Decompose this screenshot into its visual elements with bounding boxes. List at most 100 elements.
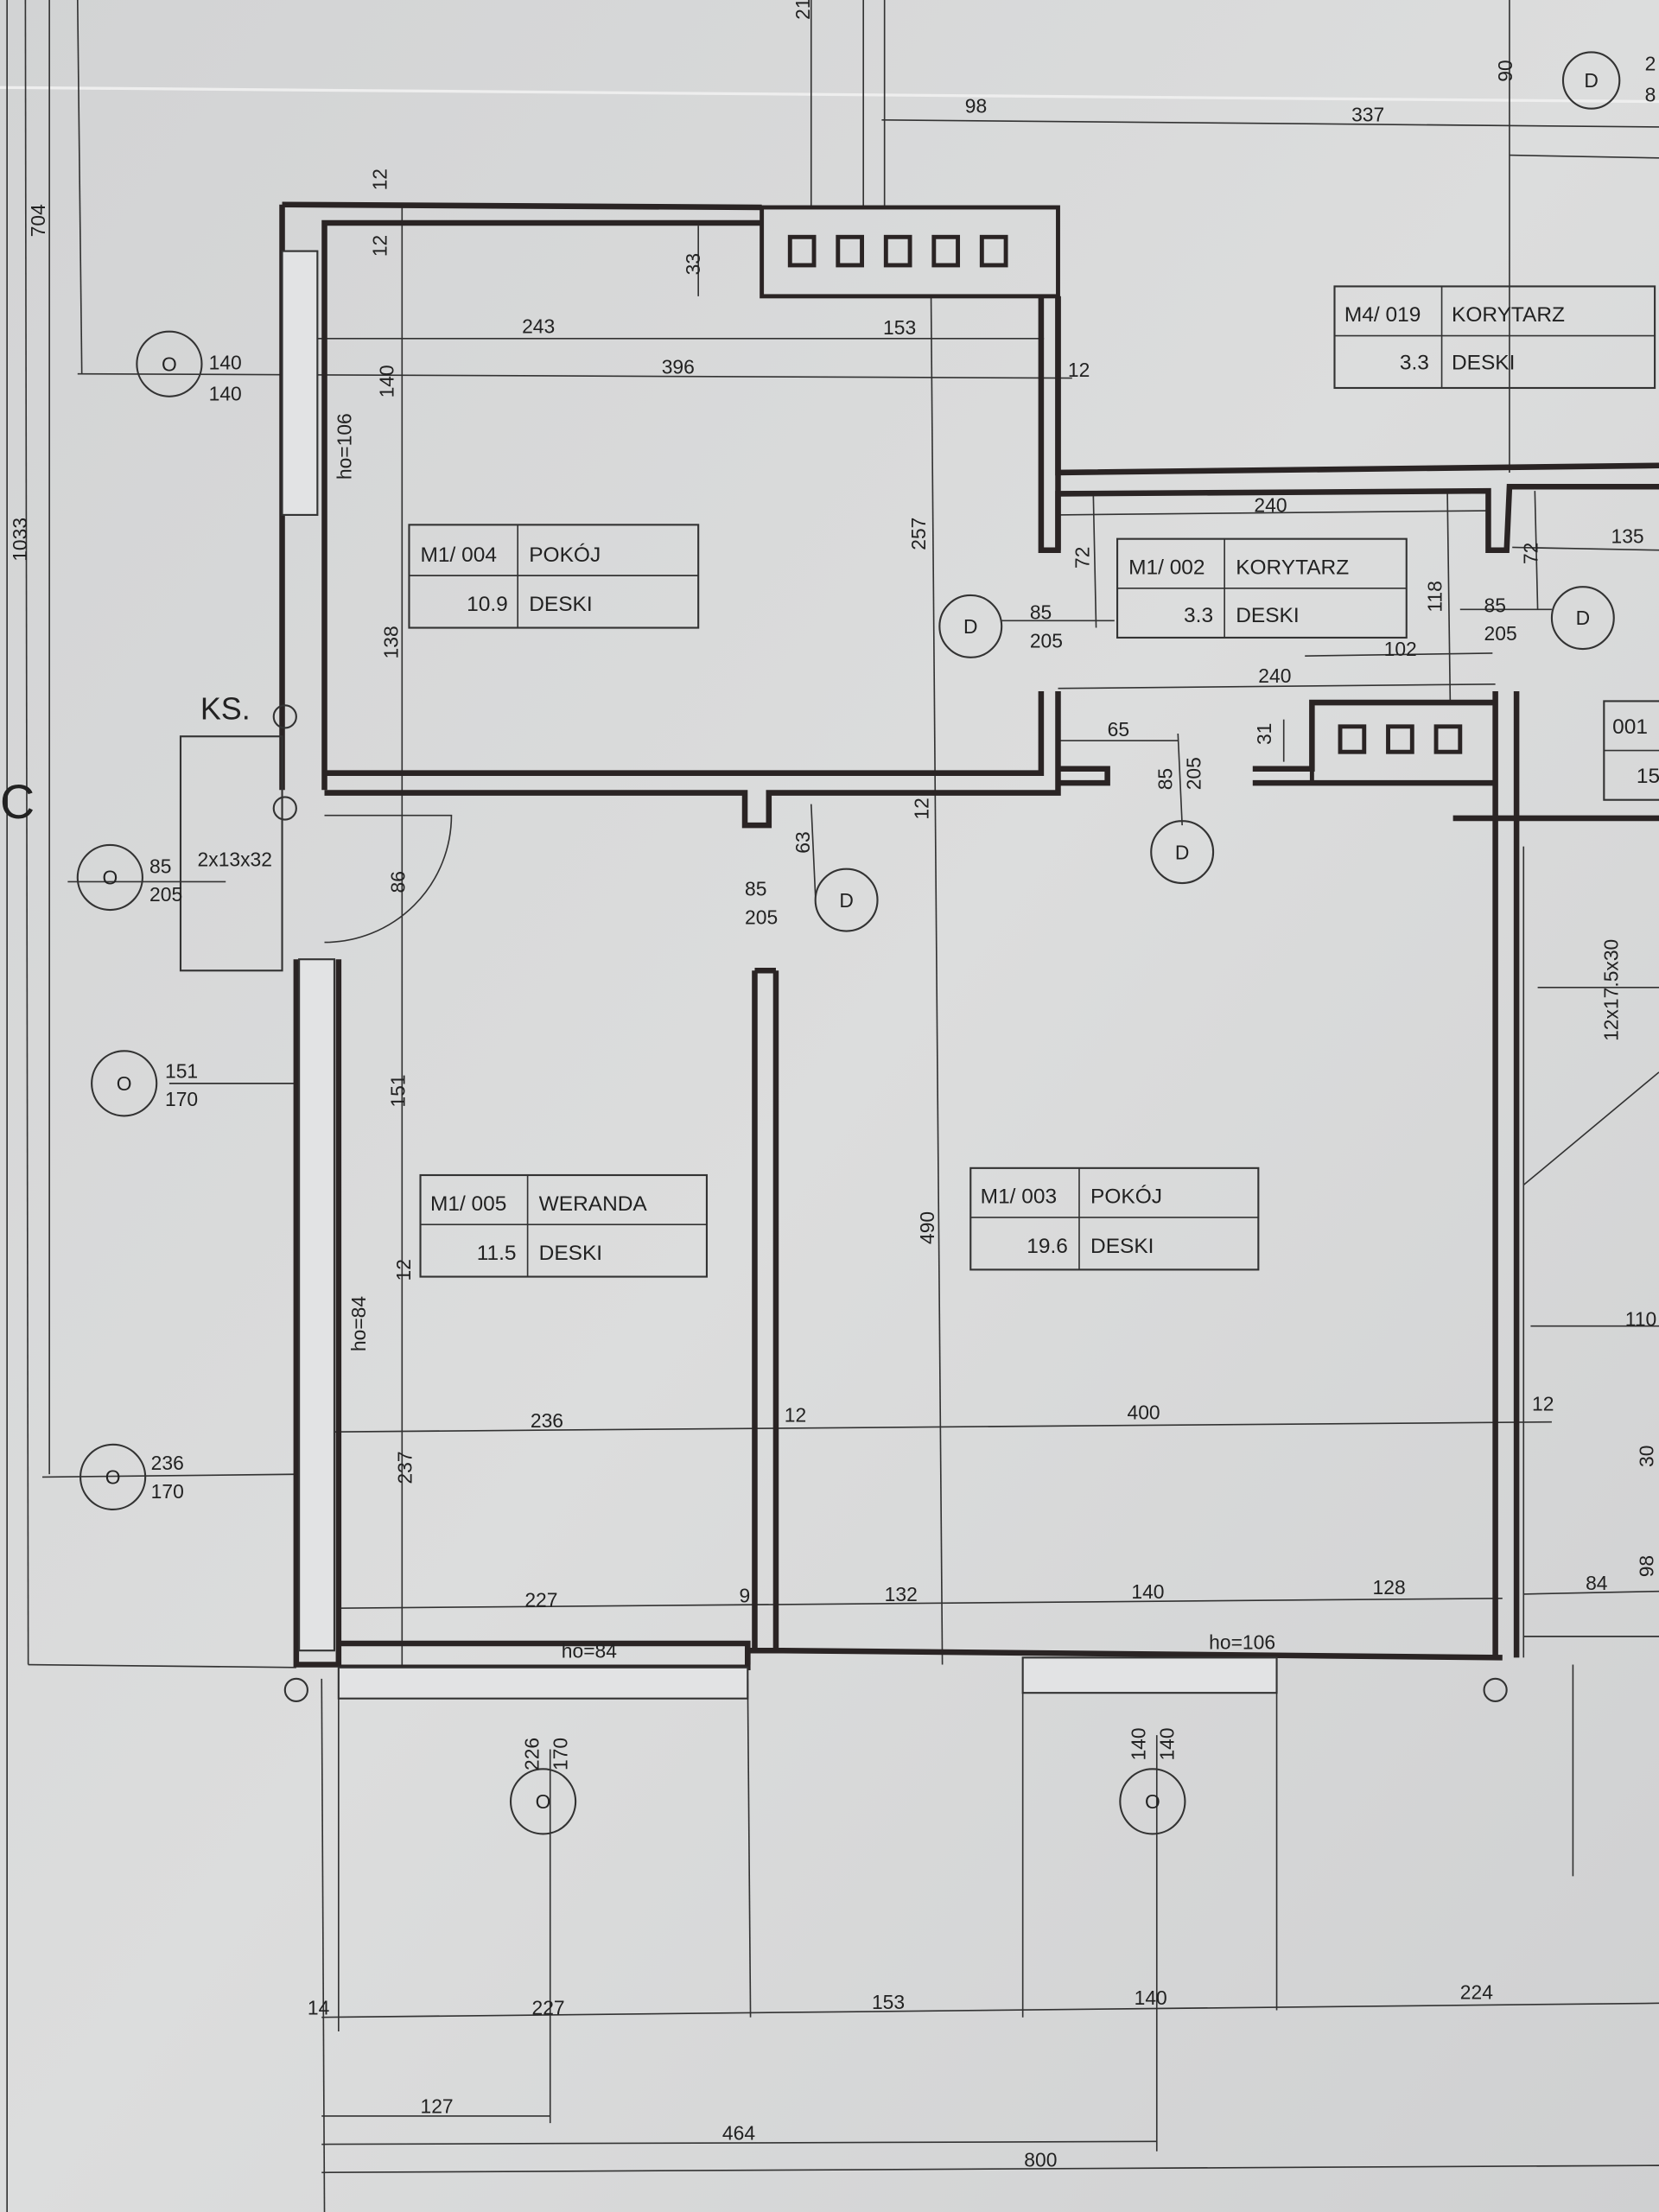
dimension-lines — [6, 0, 1659, 2212]
label-text: 227 — [532, 1996, 565, 2018]
label-text: ho=84 — [347, 1296, 370, 1351]
label-text: 86 — [387, 871, 410, 893]
label-text: C — [0, 775, 35, 829]
label-text: 33 — [682, 253, 704, 275]
label-text: 490 — [916, 1211, 938, 1244]
window-top-left — [281, 250, 319, 516]
label-text: 704 — [27, 204, 49, 237]
label-text: 140 — [1131, 1580, 1164, 1603]
label-text: 205 — [1182, 757, 1205, 790]
label-text: 12 — [1532, 1393, 1554, 1415]
label-text: 140 — [1155, 1727, 1178, 1760]
label-text: D — [963, 615, 978, 638]
room-floor: DESKI — [529, 593, 592, 616]
paper-fold — [0, 86, 1659, 104]
label-text: 72 — [1520, 543, 1542, 564]
room-floor: DESKI — [1090, 1235, 1154, 1258]
room-id: M1/ 004 — [421, 543, 497, 567]
room-label-004: M1/ 004 POKÓJ 10.9 DESKI — [408, 524, 700, 629]
room-floor: DESKI — [1236, 604, 1299, 627]
label-text: 110 — [1625, 1308, 1656, 1331]
room-label-002: M1/ 002 KORYTARZ 3.3 DESKI — [1116, 537, 1408, 639]
label-text: 151 — [165, 1059, 198, 1082]
window-marker: O 140 140 — [136, 330, 242, 405]
label-text: 12 — [785, 1404, 806, 1427]
label-text: 170 — [549, 1738, 571, 1770]
room-id: M1/ 005 — [430, 1192, 506, 1216]
label-text: 31 — [1253, 723, 1275, 745]
label-text: 12 — [368, 235, 391, 257]
label-text: 21 — [791, 0, 814, 20]
label-text: 464 — [722, 2122, 755, 2145]
label-text: 8 — [1645, 84, 1656, 106]
label-text: 140 — [1135, 1986, 1167, 2009]
label-text: D — [1576, 607, 1591, 629]
label-text: 205 — [149, 883, 182, 906]
room-area: 3.3 — [1184, 604, 1213, 627]
label-text: 257 — [907, 518, 930, 550]
label-text: 84 — [1586, 1572, 1608, 1594]
label-text: 153 — [883, 316, 916, 339]
label-text: 85 — [1484, 594, 1506, 617]
room-name: POKÓJ — [529, 543, 601, 567]
room-id: M1/ 002 — [1128, 556, 1205, 579]
room-name: WERANDA — [539, 1192, 648, 1216]
room-area: 19.6 — [1027, 1235, 1068, 1258]
room-area: 15 — [1637, 765, 1659, 788]
room-label-019: M4/ 019 KORYTARZ 3.3 DESKI — [1333, 285, 1656, 390]
label-text: 240 — [1258, 664, 1291, 687]
label-text: 337 — [1351, 103, 1384, 125]
label-text: 85 — [1154, 768, 1177, 790]
label-text: 72 — [1071, 547, 1093, 569]
label-text: 153 — [872, 1991, 905, 2013]
room-area: 11.5 — [477, 1242, 517, 1265]
label-text: 132 — [885, 1583, 918, 1605]
room-name: KORYTARZ — [1236, 556, 1349, 579]
label-text: O — [117, 1072, 132, 1095]
label-text: D — [839, 889, 854, 912]
label-text: 98 — [965, 95, 987, 118]
label-text: 800 — [1024, 2149, 1057, 2171]
window-veranda-bottom — [337, 1666, 749, 1700]
label-text: 12x17.5x30 — [1600, 939, 1623, 1041]
label-text: 138 — [379, 626, 402, 658]
label-text: O — [102, 867, 118, 889]
label-text: 140 — [209, 383, 242, 405]
label-text: D — [1584, 69, 1599, 92]
label-text: 151 — [387, 1075, 410, 1108]
chimney-ks — [179, 735, 283, 972]
label-text: 2 — [1645, 53, 1656, 75]
room-floor: DESKI — [539, 1242, 602, 1265]
label-text: 14 — [308, 1996, 330, 2018]
label-text: 135 — [1611, 525, 1643, 548]
label-text: 140 — [376, 365, 398, 397]
label-text: 1033 — [9, 518, 31, 562]
label-text: 102 — [1384, 638, 1417, 660]
label-text: O — [162, 353, 177, 375]
label-text: 98 — [1635, 1555, 1657, 1577]
label-text: 170 — [151, 1480, 184, 1503]
label-text: 12 — [910, 798, 932, 819]
door-marker: D 2 8 — [1561, 51, 1656, 110]
label-text: 118 — [1424, 581, 1446, 612]
chimney-block — [760, 205, 1060, 299]
room-id: M4/ 019 — [1344, 303, 1421, 327]
label-text: 140 — [1128, 1727, 1150, 1760]
label-text: 12 — [1068, 359, 1090, 381]
label-text: 240 — [1254, 494, 1287, 517]
label-text: O — [1145, 1790, 1160, 1813]
label-text: 140 — [209, 352, 242, 374]
room-id: M1/ 003 — [981, 1185, 1057, 1209]
label-text: ho=106 — [334, 413, 356, 480]
label-text: 236 — [151, 1452, 184, 1474]
label-text: KS. — [200, 691, 251, 727]
label-text: 205 — [745, 906, 778, 928]
